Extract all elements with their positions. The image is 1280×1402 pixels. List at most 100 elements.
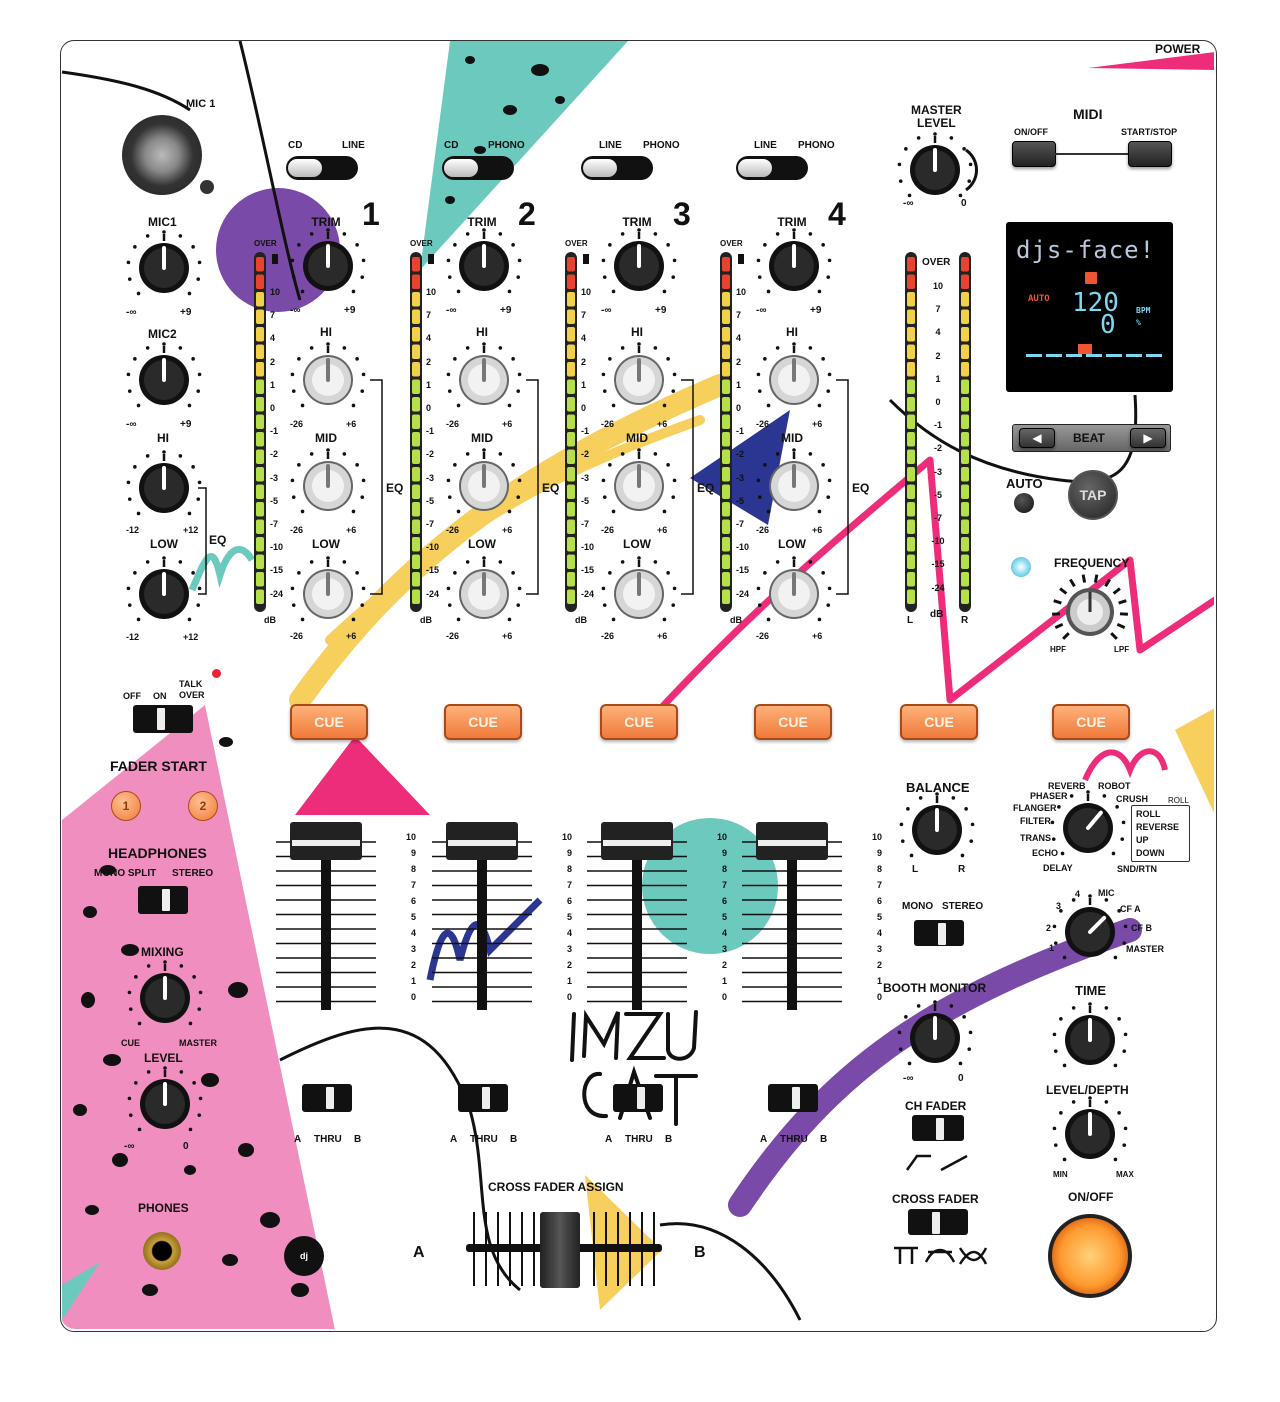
channel-3-meter-scale-10: -7 [581,519,590,529]
master-meter-scale-10: -7 [933,513,943,523]
channel-1-fader-scale-6: 4 [410,928,416,938]
channel-2-fader-scale-6: 4 [566,928,572,938]
master-cue-button[interactable]: CUE [900,704,978,740]
pink-zigzag [646,456,1214,724]
channel-1-fader-scale-1: 9 [410,848,416,858]
headphones-mono-split-switch[interactable] [138,886,188,914]
booth-mono-label: MONO [902,901,934,912]
fader-start-2-button[interactable]: 2 [188,791,218,821]
channel-3-assign-b: B [665,1134,673,1145]
fx-select-cfb: CF B [1131,923,1152,933]
auto-button[interactable] [1014,493,1034,513]
channel-3-cue-button[interactable]: CUE [600,704,678,740]
channel-3-source-toggle[interactable] [581,156,653,180]
channel-1-cue-button[interactable]: CUE [290,704,368,740]
channel-4-fader-scale-0: 10 [871,832,882,842]
mic1-max-label: +9 [180,307,192,318]
brand-logo-icon: dj [284,1236,324,1276]
fx-phaser-label: PHASER [1030,791,1068,801]
channel-3-trim-max: +9 [655,305,667,316]
talkover-led [212,669,221,678]
fx-echo-label: ECHO [1032,848,1059,858]
channel-1-assign-b: B [354,1134,362,1145]
headphones-level-max: 0 [183,1141,189,1152]
channel-4-assign-b: B [820,1134,828,1145]
fx-onoff-label: ON/OFF [1068,1190,1114,1204]
channel-4-meter-scale-13: -24 [736,588,750,599]
channel-4-fader-scale-9: 1 [876,976,882,986]
channel-2-cue-button[interactable]: CUE [444,704,522,740]
fx-robot-label: ROBOT [1098,781,1131,791]
ch-fader-curve-switch[interactable] [912,1115,964,1141]
channel-4-meter-scale-11: -10 [736,542,750,553]
master-meter-over: OVER [922,257,951,268]
fx-sndrtn-label: SND/RTN [1117,864,1157,874]
channel-1-fader-scale-7: 3 [410,944,416,954]
channel-1-mid-max: +6 [346,525,357,535]
channel-1-source-toggle[interactable] [286,156,358,180]
channel-4-low-label: LOW [778,537,806,551]
channel-2-mid-max: +6 [502,525,513,535]
master-meter-scale-3: 2 [935,350,941,361]
channel-1-meter-scale-1: 7 [270,310,276,321]
channel-2-assign-a: A [450,1134,458,1145]
toggle-thumb [583,159,617,177]
channel-4-fader-scale-3: 7 [876,880,882,890]
channel-4-meter-scale-4: 1 [736,379,742,390]
channel-4-low-min: -26 [756,631,770,641]
jack-release-icon [200,180,214,194]
crossfader-knob[interactable] [540,1212,580,1288]
channel-2-hi-label: HI [476,325,488,339]
midi-startstop-button[interactable] [1128,141,1172,167]
mic-xlr-jack[interactable] [122,115,202,195]
fx-roll-head-label: ROLL [1168,796,1189,805]
channel-3-source-a-label: LINE [599,140,622,151]
midi-connector-line [1054,153,1128,155]
channel-4-assign-thru: THRU [780,1134,808,1145]
channel-2-meter-scale-4: 1 [426,379,432,390]
channel-2-db-label: dB [420,615,432,625]
fx-cue-button[interactable]: CUE [1052,704,1130,740]
channel-1-mid-label: MID [315,431,337,445]
channel-2-fader-scale-4: 6 [566,896,572,906]
channel-4-cue-button[interactable]: CUE [754,704,832,740]
beat-right-button[interactable]: ▶ [1130,428,1166,448]
beat-left-button[interactable]: ◀ [1019,428,1055,448]
phones-jack[interactable] [143,1232,181,1270]
channel-2-source-toggle[interactable] [442,156,514,180]
midi-onoff-button[interactable] [1012,141,1056,167]
master-level-max: 0 [961,198,967,209]
channel-4-source-toggle[interactable] [736,156,808,180]
cross-fader-curve-switch[interactable] [908,1209,968,1235]
channel-2-fader-scale-5: 5 [566,912,572,922]
beat-label: BEAT [1073,431,1105,445]
mic2-min-label: -∞ [126,419,137,430]
teal-squiggle [188,545,256,592]
channel-1-crossfader-assign-switch[interactable] [302,1084,352,1112]
channel-3-crossfader-assign-switch[interactable] [613,1084,663,1112]
channel-2-crossfader-assign-switch[interactable] [458,1084,508,1112]
roll-option-0: ROLL [1136,809,1161,819]
channel-2-meter-scale-5: 0 [426,403,432,413]
channel-3-meter-scale-13: -24 [581,588,595,599]
fx-onoff-button[interactable] [1048,1214,1132,1298]
mic2-max-label: +9 [180,419,192,430]
mic-low-min-label: -12 [126,632,140,642]
channel-4-mid-max: +6 [812,525,823,535]
tap-button[interactable]: TAP [1068,470,1118,520]
talkover-switch[interactable] [133,705,193,733]
booth-mono-stereo-switch[interactable] [914,920,964,946]
channel-2-trim-min: -∞ [446,305,457,316]
master-level-min: -∞ [903,198,914,209]
master-meter-scale-7: -2 [933,443,943,454]
master-meter-scale-5: 0 [935,397,941,407]
channel-1-fader-scale-9: 1 [410,976,416,986]
fader-start-1-button[interactable]: 1 [111,791,141,821]
headphones-label: HEADPHONES [108,845,207,861]
channel-2-mid-min: -26 [446,525,460,535]
channel-4-trim-max: +9 [810,305,822,316]
headphones-mixing-label: MIXING [141,945,184,959]
channel-4-crossfader-assign-switch[interactable] [768,1084,818,1112]
channel-4-assign-a: A [760,1134,768,1145]
fx-level-min-label: MIN [1053,1170,1068,1179]
